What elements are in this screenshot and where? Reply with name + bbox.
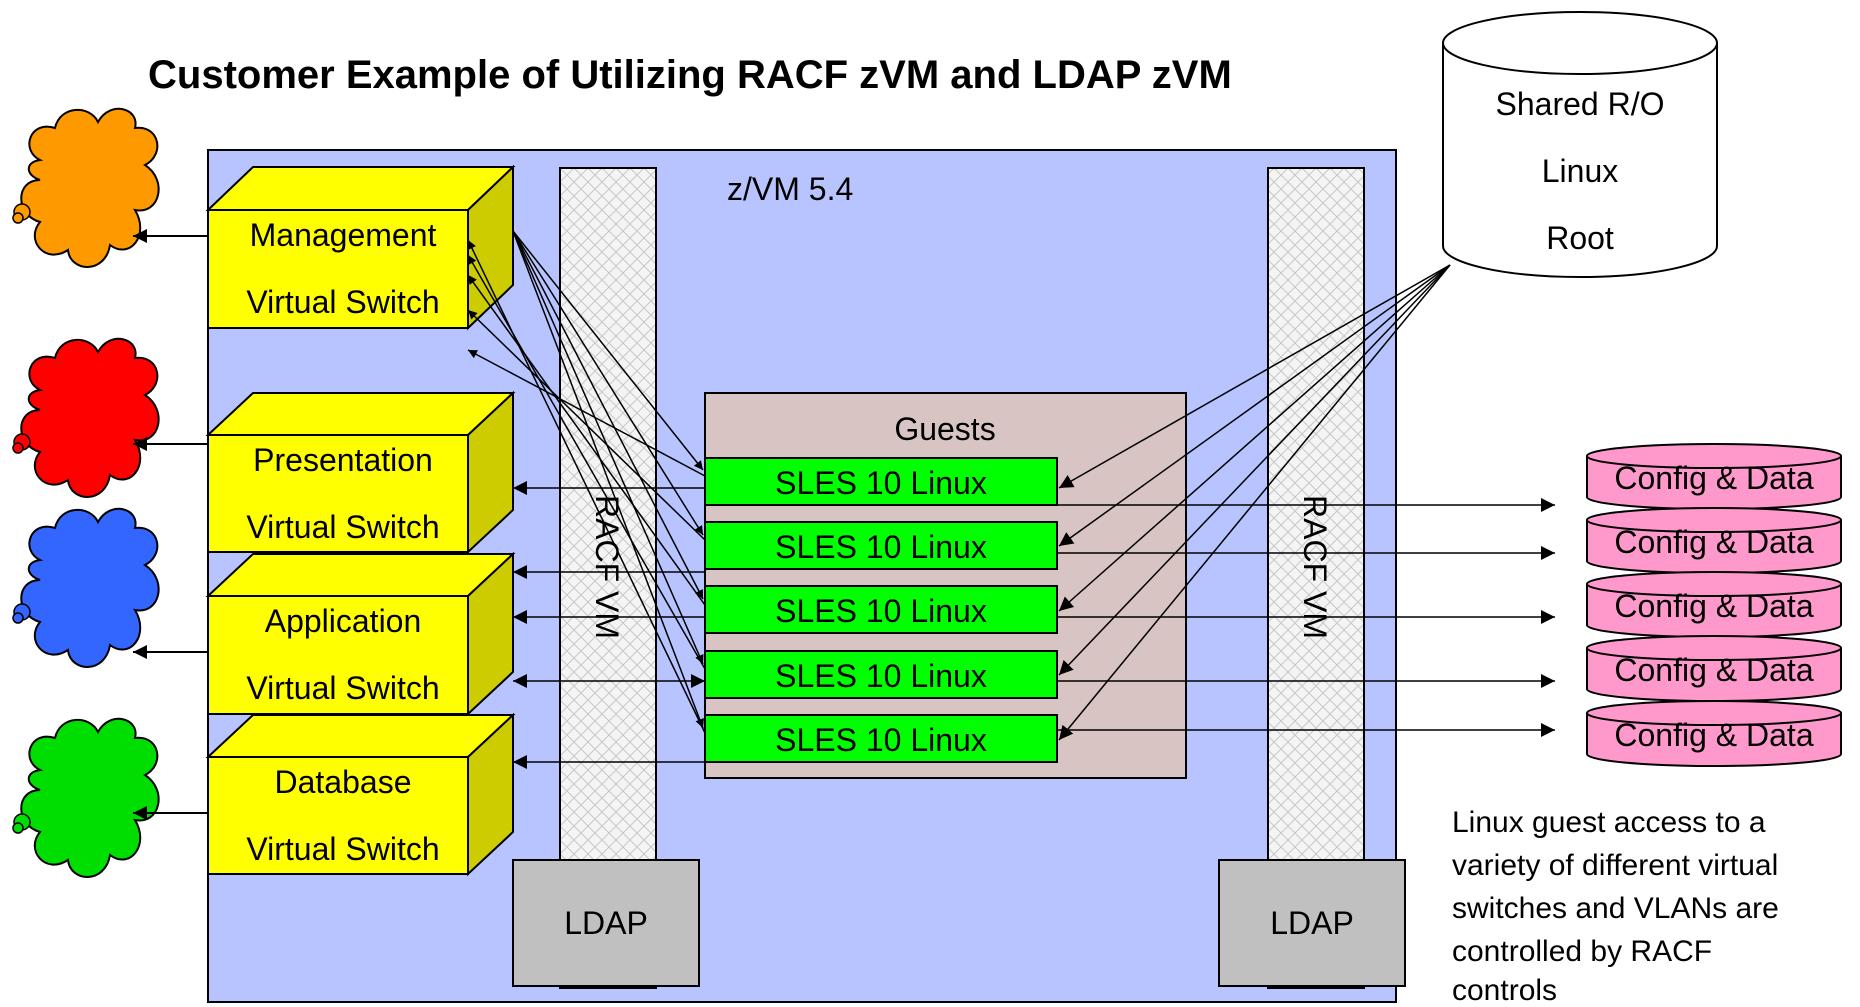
ldap-box-right (1218, 859, 1406, 987)
guests-label: Guests (894, 411, 995, 447)
shared-disk-line2: Linux (1542, 153, 1619, 189)
switch-name: Presentation (253, 442, 433, 478)
svg-text:Config & Data: Config & Data (1614, 588, 1813, 624)
guest-box-4: SLES 10 Linux (704, 650, 1058, 699)
svg-text:SLES 10 Linux: SLES 10 Linux (775, 529, 987, 565)
shared-disk-connectors (1058, 264, 1451, 741)
data-disk-2: Config & Data (1586, 507, 1842, 574)
ldap-label-left: LDAP (564, 905, 648, 941)
switch-cloud-arrows (133, 229, 208, 820)
switch-sub: Virtual Switch (246, 284, 439, 320)
guest-box-1: SLES 10 Linux (704, 457, 1058, 506)
cloud-red (12, 337, 160, 498)
note-line4: controlled by RACF (1452, 935, 1712, 968)
switch-sub: Virtual Switch (246, 670, 439, 706)
shared-disk-line1: Shared R/O (1496, 86, 1665, 122)
ldap-label-right: LDAP (1270, 905, 1354, 941)
data-disk-4: Config & Data (1586, 635, 1842, 702)
note-text: Linux guest access to a variety of diffe… (1452, 806, 1779, 1007)
data-disk-1: Config & Data (1586, 443, 1842, 510)
data-disk-3: Config & Data (1586, 571, 1842, 638)
svg-text:Config & Data: Config & Data (1614, 652, 1813, 688)
switch-name: Database (275, 764, 412, 800)
svg-text:Config & Data: Config & Data (1614, 717, 1813, 753)
switch-presentation: Presentation Virtual Switch (205, 390, 516, 555)
page-title: Customer Example of Utilizing RACF zVM a… (148, 53, 1232, 97)
racf-column-right (1267, 167, 1365, 989)
cloud-orange (12, 107, 160, 268)
switch-application: Application Virtual Switch (205, 551, 516, 717)
note-line5: controls (1452, 974, 1557, 1007)
ldap-box-left (512, 859, 700, 987)
svg-text:Config & Data: Config & Data (1614, 524, 1813, 560)
guest-box-2: SLES 10 Linux (704, 521, 1058, 570)
management-connectors (512, 230, 704, 729)
racf-column-left (559, 167, 657, 989)
guest-switch-arrows (513, 481, 705, 769)
svg-text:SLES 10 Linux: SLES 10 Linux (775, 593, 987, 629)
svg-text:SLES 10 Linux: SLES 10 Linux (775, 722, 987, 758)
shared-disk-line3: Root (1546, 220, 1614, 256)
cloud-blue (12, 507, 160, 668)
zvm-label: z/VM 5.4 (727, 171, 853, 207)
shared-ro-disk: Shared R/O Linux Root (1442, 11, 1718, 278)
switch-database: Database Virtual Switch (205, 712, 516, 877)
guest-box-5: SLES 10 Linux (704, 714, 1058, 763)
cloud-green (12, 717, 160, 878)
note-line1: Linux guest access to a (1452, 806, 1766, 839)
switch-name: Application (265, 603, 422, 639)
switch-name: Management (250, 217, 437, 253)
data-disk-5: Config & Data (1586, 700, 1842, 767)
note-line2: variety of different virtual (1452, 849, 1778, 882)
note-line3: switches and VLANs are (1452, 892, 1779, 925)
racf-label-right: RACF VM (1297, 495, 1333, 639)
svg-text:Config & Data: Config & Data (1614, 460, 1813, 496)
switch-management: Management Virtual Switch (205, 164, 516, 331)
switch-sub: Virtual Switch (246, 831, 439, 867)
guest-data-arrows (1057, 498, 1555, 737)
switch-to-guest-back (467, 239, 706, 734)
svg-text:SLES 10 Linux: SLES 10 Linux (775, 658, 987, 694)
switch-sub: Virtual Switch (246, 509, 439, 545)
svg-text:SLES 10 Linux: SLES 10 Linux (775, 465, 987, 501)
guest-box-3: SLES 10 Linux (704, 585, 1058, 634)
